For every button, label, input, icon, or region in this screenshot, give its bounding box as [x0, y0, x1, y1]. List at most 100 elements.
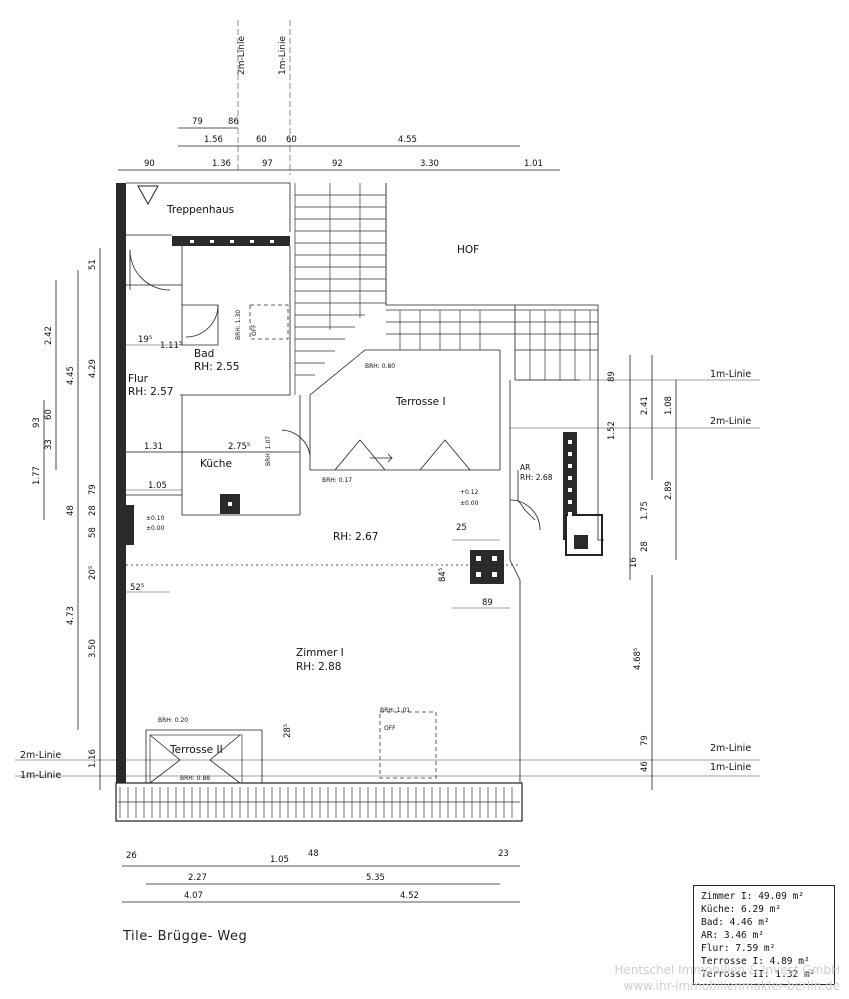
room-zimmer-name: Zimmer I [296, 647, 344, 659]
dim-bottom-23: 23 [498, 849, 509, 859]
dim-left-28: 28 [88, 505, 98, 516]
dim-inner-25: 25 [456, 523, 467, 533]
left-pillar [122, 505, 134, 545]
dim-top-86: 86 [228, 117, 239, 127]
room-kueche: Küche [200, 458, 232, 470]
area-row: Terrosse I: 4.89 m² [701, 956, 810, 967]
m2-line-upper-label: 2m-Linie [710, 416, 751, 427]
room-treppenhaus: Treppenhaus [166, 204, 234, 216]
dim-inner-105: 1.05 [148, 481, 167, 491]
dim-inner-195: 19⁵ [138, 335, 152, 345]
room-bad-rh: RH: 2.55 [194, 361, 239, 373]
dim-bottom-48: 48 [308, 849, 319, 859]
small-annotations: BRH: 1.30 OFF BRH: 0.80 BRH: 1.07 BRH: 0… [146, 310, 479, 782]
watermark-url: www.ihr-immobilienmakler-berlin.de [623, 979, 840, 993]
dim-top-330: 3.30 [420, 159, 439, 169]
m1-line-vertical-label: 1m-Linie [278, 36, 288, 75]
room-ar-rh: RH: 2.68 [520, 473, 553, 482]
dim-inner-2755: 2.75⁵ [228, 442, 250, 452]
dim-right-16: 16 [629, 557, 639, 568]
dim-inner-845: 84⁵ [438, 568, 448, 582]
level-p000-right: ±0.00 [460, 500, 479, 507]
dim-top-92: 92 [332, 159, 343, 169]
m1-line-lower-left-label: 1m-Linie [20, 770, 61, 781]
dim-right-241: 2.41 [640, 396, 650, 415]
dim-left-177: 1.77 [32, 466, 42, 485]
dim-left-51: 51 [88, 259, 98, 270]
pillar-dots [190, 240, 572, 577]
level-p010: ±0.10 [146, 515, 165, 522]
brh-t2-top: BRH: 0.20 [158, 717, 188, 724]
dim-top-156: 1.56 [204, 135, 223, 145]
inner-dimensions: 19⁵ 1.11⁵ 1.31 2.75⁵ 1.05 52⁵ 25 84⁵ 89 … [126, 335, 510, 738]
dim-left-60: 60 [44, 409, 54, 420]
dim-top-101: 1.01 [524, 159, 543, 169]
dim-inner-285: 28⁵ [283, 724, 293, 738]
off-main: OFF [384, 725, 396, 732]
left-outer-wall [116, 183, 126, 783]
area-row: Terrosse II: 1.32 m² [701, 969, 816, 980]
dim-inner-131: 1.31 [144, 442, 163, 452]
dim-right-28: 28 [640, 541, 650, 552]
dim-bottom-26: 26 [126, 851, 137, 861]
room-bad-name: Bad [194, 348, 214, 360]
area-row: Küche: 6.29 m² [701, 904, 782, 915]
area-row: Bad: 4.46 m² [701, 917, 770, 928]
walls [116, 183, 603, 783]
dim-right-175: 1.75 [640, 501, 650, 520]
dim-left-116: 1.16 [88, 749, 98, 768]
dim-left-79: 79 [88, 484, 98, 495]
m2-line-lower-right-label: 2m-Linie [710, 743, 751, 754]
dim-left-93: 93 [32, 417, 42, 428]
dim-left-205: 20⁵ [88, 566, 98, 580]
dim-inner-89: 89 [482, 598, 493, 608]
dim-inner-525: 52⁵ [130, 583, 144, 593]
dim-right-46: 46 [640, 761, 650, 772]
balcony-hatch [115, 782, 523, 822]
dim-left-48: 48 [66, 505, 76, 516]
m1-line-lower-right-label: 1m-Linie [710, 762, 751, 773]
door-arcs [129, 185, 541, 531]
street-name: Tile- Brügge- Weg [123, 929, 248, 944]
right-pillar [563, 432, 577, 540]
left-dimensions: 51 2.42 4.45 4.29 93 60 33 1.77 79 48 28… [32, 248, 101, 790]
brh-terrasse: BRH: 0.80 [365, 363, 395, 370]
dim-left-473: 4.73 [66, 606, 76, 625]
off-bad: OFF [251, 324, 258, 336]
dim-left-242: 2.42 [44, 326, 54, 345]
dim-bottom-535: 5.35 [366, 873, 385, 883]
brh-017: BRH: 0.17 [322, 477, 352, 484]
dim-bottom-407: 4.07 [184, 891, 203, 901]
dim-left-350: 3.50 [88, 639, 98, 658]
chimney-room [470, 550, 504, 584]
dim-right-289: 2.89 [664, 481, 674, 500]
dim-top-455: 4.55 [398, 135, 417, 145]
m2-line-vertical-label: 2m-Linie [237, 36, 247, 75]
watermark: Hentschel Immobilien & Invest GmbH www.i… [590, 962, 840, 994]
staircase [294, 183, 598, 395]
area-table: Zimmer I: 49.09 m² Küche: 6.29 m² Bad: 4… [693, 885, 835, 985]
room-hof: HOF [457, 244, 479, 256]
dim-right-89: 89 [607, 371, 617, 382]
brh-101: BRH: 1.01 [380, 707, 410, 714]
dim-bottom-227: 2.27 [188, 873, 207, 883]
area-row: Flur: 7.59 m² [701, 943, 776, 954]
bottom-dimensions: 26 1.05 48 23 2.27 5.35 4.07 4.52 [122, 849, 520, 903]
watermark-company: Hentschel Immobilien & Invest GmbH [614, 963, 840, 977]
room-flur-name: Flur [128, 373, 149, 385]
area-row: AR: 3.46 m² [701, 930, 764, 941]
dim-top-90: 90 [144, 159, 155, 169]
dim-right-152: 1.52 [607, 421, 617, 440]
m1-line-upper-label: 1m-Linie [710, 369, 751, 380]
dim-left-33: 33 [44, 439, 54, 450]
dim-top-60a: 60 [256, 135, 267, 145]
room-terrasse2: Terrosse II [169, 744, 223, 756]
room-zimmer-rh: RH: 2.88 [296, 661, 341, 673]
dim-bottom-452: 4.52 [400, 891, 419, 901]
m2-line-lower-left-label: 2m-Linie [20, 750, 61, 761]
right-dimensions: 89 2.41 1.08 1.52 1.75 2.89 28 16 4.68⁵ … [607, 355, 677, 790]
skylights [249, 304, 437, 779]
dim-right-79: 79 [640, 735, 650, 746]
dim-left-429: 4.29 [88, 359, 98, 378]
dim-top-60b: 60 [286, 135, 297, 145]
